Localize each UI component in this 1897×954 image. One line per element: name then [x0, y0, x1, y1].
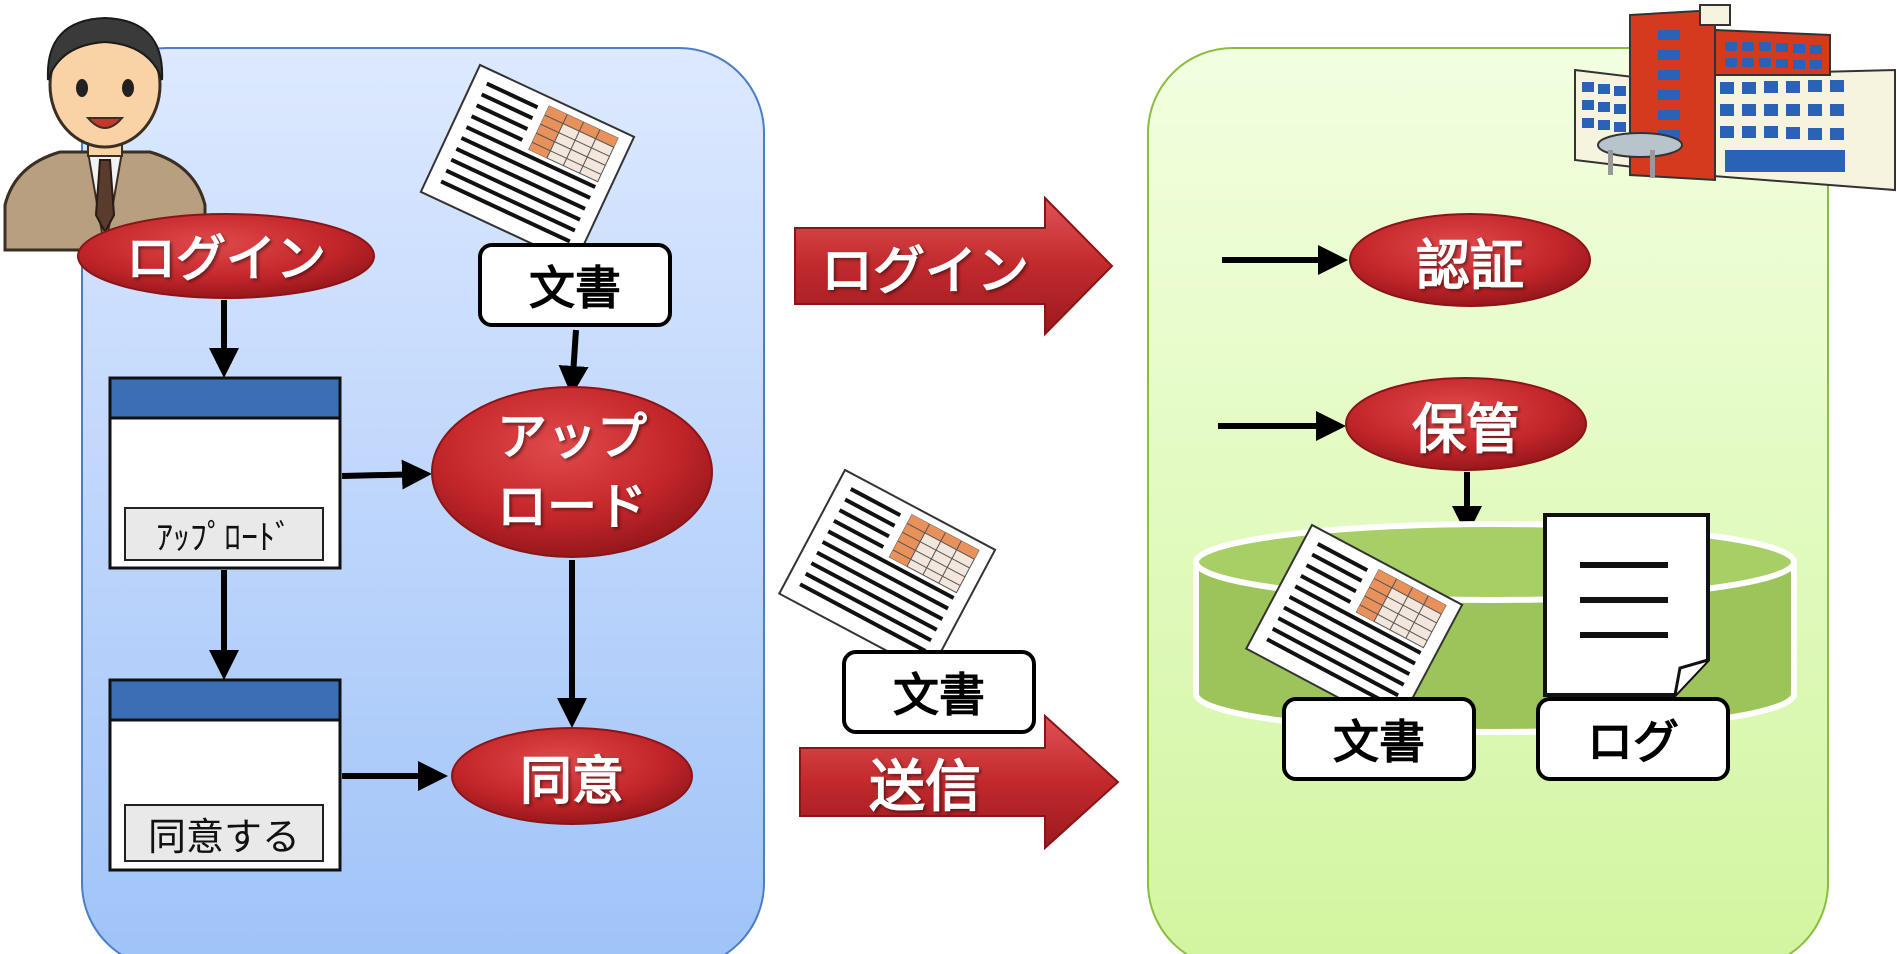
- agree-label: 同意: [519, 751, 624, 812]
- login-label: ログイン: [126, 230, 326, 288]
- transfer-document-icon: [779, 470, 995, 673]
- person-icon: [3, 16, 207, 252]
- agree-button[interactable]: 同意する: [147, 814, 300, 859]
- login-arrow-label: ログイン: [820, 241, 1029, 302]
- upload-ellipse: [431, 386, 713, 558]
- send-arrow-label: 送信: [869, 754, 981, 820]
- upload-button[interactable]: ｱｯﾌﾟﾛｰﾄﾞ: [156, 517, 292, 558]
- upload-screen-window: [108, 376, 342, 570]
- upload-label-line2: ロード: [497, 478, 647, 536]
- log-sheet-icon: [1543, 513, 1710, 697]
- storage-label: 保管: [1412, 397, 1520, 461]
- stored-document-label: 文書: [1282, 697, 1476, 781]
- client-document-label: 文書: [478, 243, 672, 327]
- agree-screen-window: [108, 678, 342, 872]
- arrow-upload-screen-to-upload: [341, 459, 432, 490]
- server-panel: [1147, 47, 1829, 954]
- upload-label: アップ ロード: [440, 400, 704, 544]
- auth-label: 認証: [1416, 233, 1524, 297]
- upload-label-line1: アップ: [497, 408, 647, 466]
- agree-ellipse: [451, 727, 693, 825]
- log-label: ログ: [1536, 697, 1730, 781]
- send-transfer-arrow: [799, 713, 1120, 851]
- storage-ellipse: [1345, 377, 1587, 471]
- auth-ellipse: [1349, 213, 1591, 307]
- building-icon: [1574, 4, 1896, 192]
- login-ellipse: [77, 213, 375, 299]
- login-transfer-arrow: [794, 195, 1114, 337]
- arrow-document-to-upload: [558, 329, 589, 396]
- transfer-document-label: 文書: [842, 650, 1036, 734]
